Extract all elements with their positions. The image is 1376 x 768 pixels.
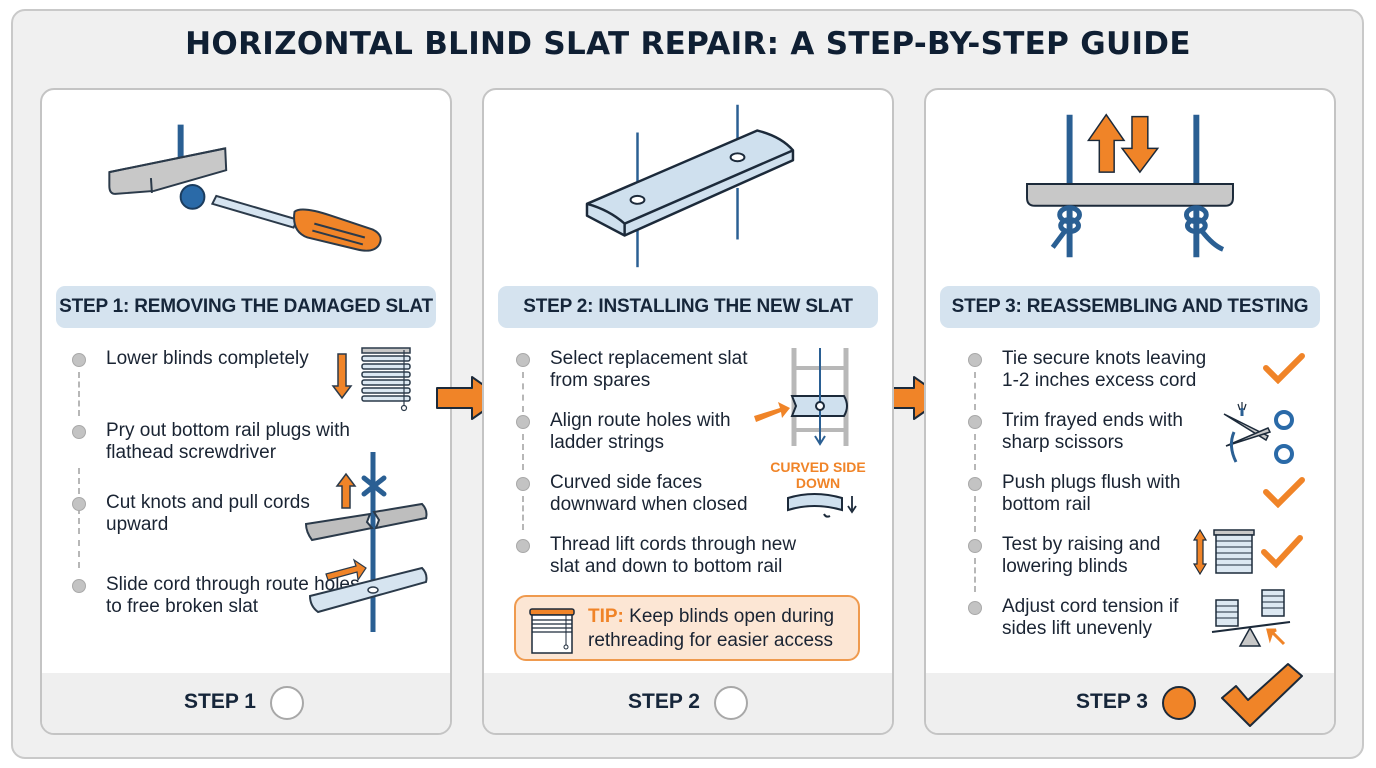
step-3-panel: STEP 3: REASSEMBLING AND TESTING Tie sec… — [924, 88, 1336, 735]
tip-text: Keep blinds open during rethreading for … — [588, 606, 835, 651]
step-1-status-circle[interactable] — [270, 686, 304, 720]
tip-box: TIP: Keep blinds open during rethreading… — [514, 595, 860, 661]
page-title: HORIZONTAL BLIND SLAT REPAIR: A STEP-BY-… — [185, 26, 1191, 62]
bullet-icon — [72, 425, 86, 439]
step-3-header: STEP 3: REASSEMBLING AND TESTING — [940, 286, 1320, 328]
scissors-icon — [1223, 402, 1294, 464]
tip-label: TIP: — [588, 606, 624, 627]
bullet-icon — [72, 497, 86, 511]
checkmark-icon — [1263, 477, 1305, 508]
knotted-rail-illustration — [1026, 113, 1234, 258]
bullet-icon — [516, 477, 530, 491]
step-2-footer: STEP 2 — [484, 673, 892, 733]
bullet-icon — [968, 539, 982, 553]
balance-icon — [1211, 589, 1291, 647]
blinds-test-icon — [1192, 528, 1303, 576]
ladder-string-icon — [754, 348, 849, 446]
step-3-label: STEP 3 — [1076, 690, 1148, 713]
step-1-label: STEP 1 — [184, 690, 256, 713]
completion-checkmark-icon — [1221, 663, 1303, 727]
step-2-panel: STEP 2: INSTALLING THE NEW SLAT Select r… — [482, 88, 894, 735]
broken-slat-cord-icon — [304, 452, 428, 632]
lowered-blinds-icon — [331, 347, 411, 412]
new-slat-illustration — [585, 104, 795, 268]
bullet-icon — [968, 415, 982, 429]
blinds-tip-icon — [529, 608, 575, 654]
step-3-status-circle[interactable] — [1162, 686, 1196, 720]
checkmark-icon — [1263, 353, 1305, 384]
step-2-header: STEP 2: INSTALLING THE NEW SLAT — [498, 286, 878, 328]
bullet-icon — [516, 415, 530, 429]
bullet-icon — [72, 579, 86, 593]
step-1-footer: STEP 1 — [42, 673, 450, 733]
step-2-label: STEP 2 — [628, 690, 700, 713]
step-1-header: STEP 1: REMOVING THE DAMAGED SLAT — [56, 286, 436, 328]
screwdriver-illustration — [108, 124, 382, 252]
step-2-status-circle[interactable] — [714, 686, 748, 720]
bullet-icon — [516, 539, 530, 553]
bullet-icon — [72, 353, 86, 367]
step-1-panel: STEP 1: REMOVING THE DAMAGED SLAT Lower … — [40, 88, 452, 735]
curved-slat-icon — [787, 493, 857, 518]
bullet-icon — [968, 601, 982, 615]
bullet-icon — [968, 477, 982, 491]
bullet-icon — [968, 353, 982, 367]
bullet-icon — [516, 353, 530, 367]
